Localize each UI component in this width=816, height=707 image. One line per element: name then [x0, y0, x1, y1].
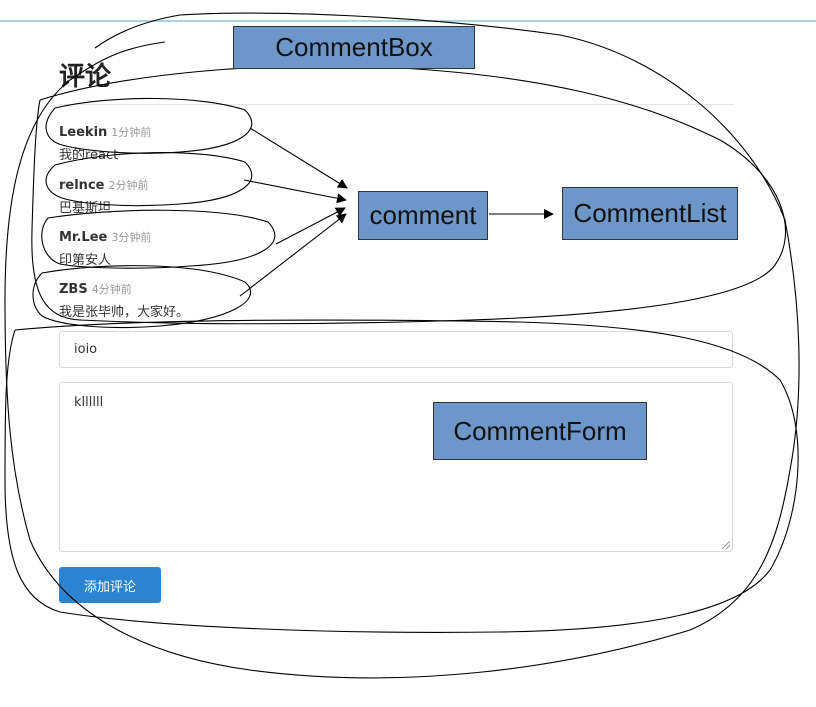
comment-text-input[interactable]: kllllll [59, 382, 733, 552]
comment-text: 印第安人 [59, 253, 112, 268]
arrow-comment-3 [275, 207, 346, 245]
heading-divider [59, 104, 734, 105]
comment-author: ZBS [59, 282, 88, 297]
comment-outline [45, 97, 253, 154]
add-comment-button[interactable]: 添加评论 [59, 567, 161, 603]
arrow-comment-1 [249, 127, 348, 189]
commentlist-label: CommentList [562, 187, 738, 240]
commentbox-label: CommentBox [233, 26, 475, 69]
comment-time: 3分钟前 [111, 231, 152, 244]
page-title: 评论 [59, 62, 112, 92]
commentbox-outline [4, 12, 800, 679]
comment-time: 2分钟前 [108, 179, 149, 192]
comment-outline [45, 152, 253, 207]
comment-author: Mr.Lee [59, 230, 108, 245]
arrow-comment-2 [243, 179, 347, 204]
author-name-input[interactable]: ioio [59, 331, 733, 368]
commentform-outline [4, 319, 799, 633]
arrow-comment-4 [239, 213, 347, 297]
commentform-label: CommentForm [433, 402, 647, 460]
comment-outline [41, 209, 276, 269]
comment-text-value: kllllll [74, 395, 104, 410]
comment-label: comment [358, 191, 488, 240]
comment-time: 4分钟前 [91, 283, 132, 296]
comment-author: relnce [59, 178, 105, 193]
top-rule [0, 20, 816, 22]
comment-text: 我是张毕帅，大家好。 [59, 305, 190, 320]
comment-author: Leekin [59, 125, 108, 140]
comment-time: 1分钟前 [111, 126, 152, 139]
resize-handle-icon[interactable] [722, 541, 730, 549]
comment-outline [32, 265, 252, 329]
